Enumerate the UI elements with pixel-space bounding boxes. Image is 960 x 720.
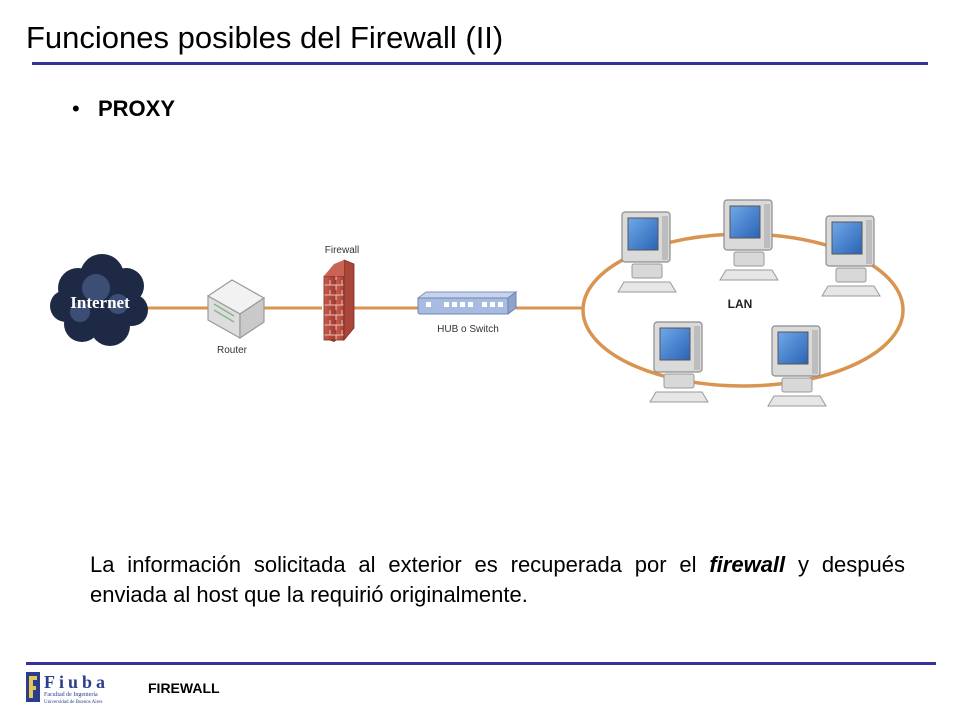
network-diagram: Internet Router Firewall HUB o Switch LA… (50, 199, 905, 407)
internet-label: Internet (70, 293, 130, 312)
cloud-icon (50, 254, 148, 346)
bullet-item: • PROXY (72, 96, 175, 122)
computer-icon (649, 321, 709, 403)
hub-switch-label: HUB o Switch (437, 324, 499, 335)
computer-icon (821, 215, 881, 297)
logo-line-1: Facultad de Ingeniería (44, 692, 98, 698)
hub-switch-icon (416, 291, 518, 315)
caption-after: y después enviada al host que la requiri… (90, 552, 905, 607)
title-rule (32, 62, 928, 65)
caption-emphasis: firewall (709, 552, 786, 577)
bullet-dot: • (72, 96, 80, 121)
router-label: Router (217, 345, 248, 356)
firewall-brick-icon (323, 259, 355, 342)
footer-label: FIREWALL (148, 680, 220, 696)
caption-before: La información solicitada al exterior es… (90, 552, 710, 577)
lan-label: LAN (728, 297, 753, 311)
computer-icon (767, 325, 827, 407)
firewall-label: Firewall (325, 245, 359, 256)
caption-text: La información solicitada al exterior es… (90, 550, 905, 610)
computer-icon (617, 211, 677, 293)
fiuba-logo: Fiuba Facultad de Ingeniería Universidad… (26, 672, 109, 705)
computer-icon (719, 199, 779, 281)
bullet-text: PROXY (98, 96, 176, 121)
router-icon (206, 279, 266, 340)
fiuba-emblem-icon (26, 672, 40, 702)
footer-rule (26, 662, 936, 665)
logo-line-2: Universidad de Buenos Aires (44, 700, 103, 705)
slide-title: Funciones posibles del Firewall (II) (26, 20, 504, 55)
logo-word: Fiuba (44, 672, 109, 692)
